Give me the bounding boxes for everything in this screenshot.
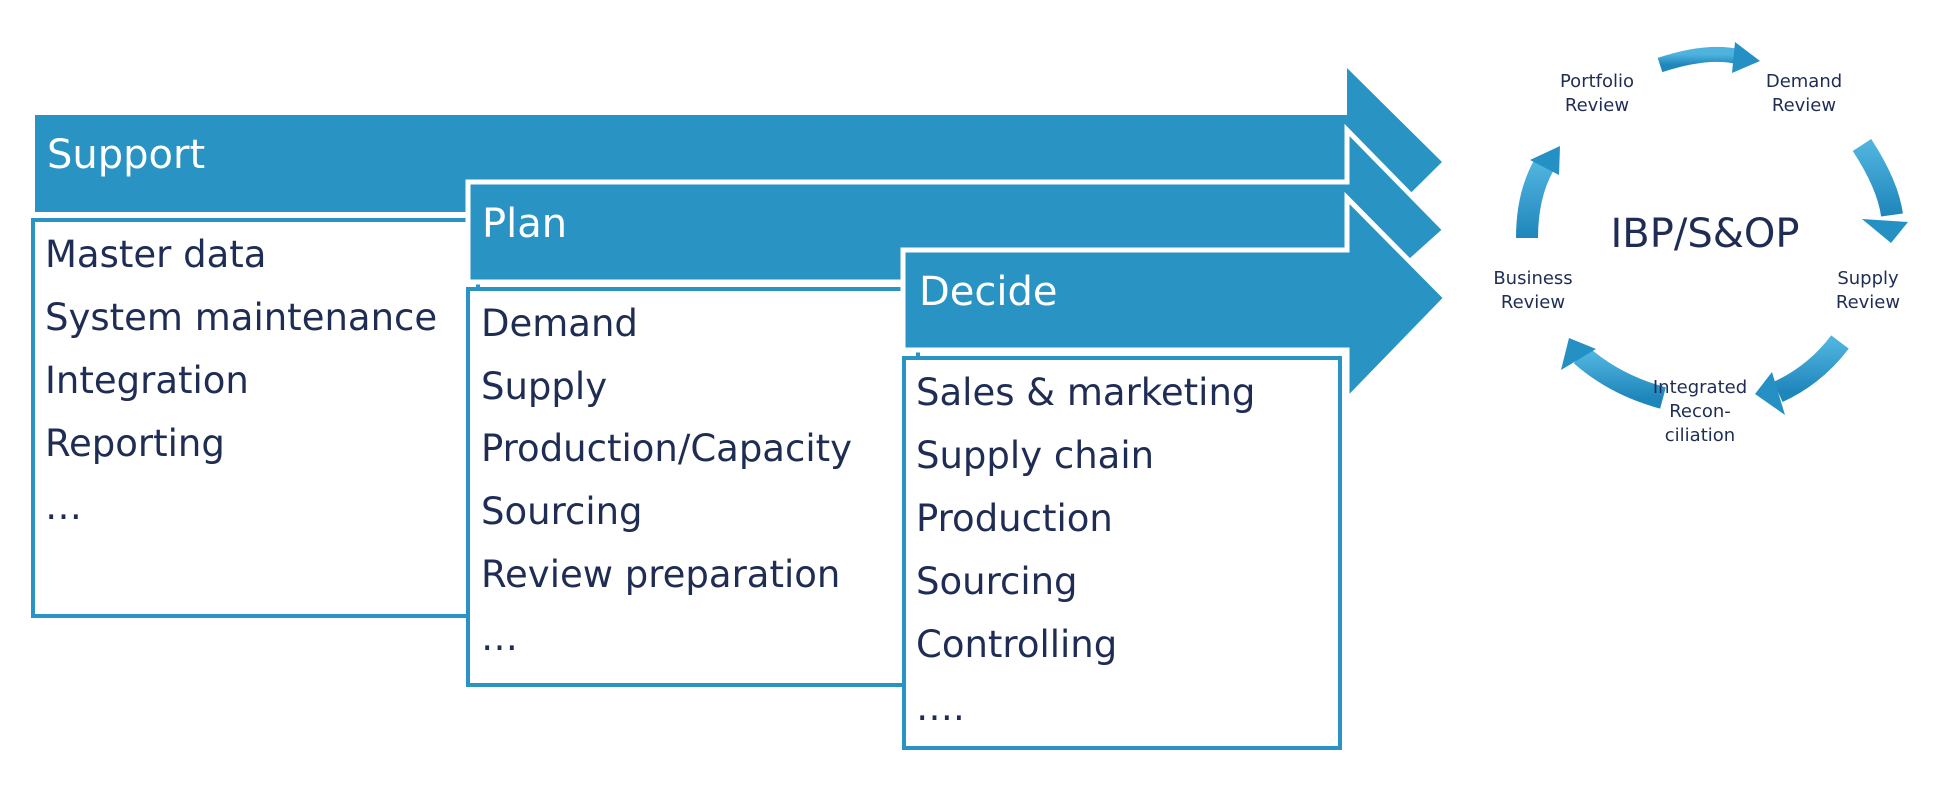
decide-item: ….	[916, 686, 965, 729]
cycle-step-business-review: Business Review	[1493, 268, 1572, 313]
decide-item: Supply chain	[916, 434, 1154, 477]
support-item: Reporting	[45, 422, 225, 465]
plan-item: Production/Capacity	[481, 427, 852, 470]
cycle-step-label: Review	[1565, 95, 1629, 116]
decide-title: Decide	[919, 269, 1058, 315]
support-item: System maintenance	[45, 296, 437, 339]
plan-title: Plan	[482, 201, 567, 247]
cycle-step-supply-review: Supply Review	[1836, 268, 1900, 313]
cycle-arrow-supply-to-integrated	[1755, 335, 1849, 415]
cycle-step-label: Review	[1836, 292, 1900, 313]
decide-lane: Decide Sales & marketing Supply chain Pr…	[900, 191, 1450, 750]
support-item: Integration	[45, 359, 249, 402]
support-items-box	[31, 218, 480, 618]
plan-item: …	[481, 616, 518, 659]
support-lane: Support Master data System maintenance I…	[31, 68, 1442, 618]
cycle-step-label: Demand	[1766, 71, 1842, 92]
decide-arrow	[900, 191, 1450, 407]
decide-items-box	[902, 356, 1342, 750]
decide-item: Sourcing	[916, 560, 1078, 603]
cycle-step-demand-review: Demand Review	[1766, 71, 1842, 116]
cycle-step-label: Review	[1772, 95, 1836, 116]
plan-item: Supply	[481, 365, 607, 408]
cycle-arrow-business-to-portfolio	[1516, 146, 1560, 239]
plan-item: Review preparation	[481, 553, 840, 596]
cycle-step-label: Review	[1501, 292, 1565, 313]
cycle-step-label: Business	[1493, 268, 1572, 289]
plan-items-box	[466, 287, 920, 687]
support-title: Support	[47, 132, 205, 178]
cycle-center-label: IBP/S&OP	[1610, 211, 1799, 257]
decide-item: Sales & marketing	[916, 371, 1255, 414]
plan-item: Demand	[481, 302, 638, 345]
plan-item: Sourcing	[481, 490, 643, 533]
cycle-step-label: ciliation	[1665, 425, 1735, 446]
cycle-arrow-integrated-to-business	[1561, 338, 1666, 409]
support-item: …	[45, 485, 82, 528]
cycle-step-label: Recon-	[1669, 401, 1731, 422]
cycle-step-label: Integrated	[1653, 377, 1747, 398]
decide-item: Production	[916, 497, 1113, 540]
cycle-step-label: Supply	[1837, 268, 1899, 289]
cycle-arrow-demand-to-supply	[1852, 139, 1908, 243]
ibp-cycle: IBP/S&OP Portfolio Review Demand Review …	[1493, 42, 1908, 446]
cycle-arrow-portfolio-to-demand	[1657, 42, 1760, 73]
cycle-step-portfolio-review: Portfolio Review	[1560, 71, 1634, 116]
cycle-step-label: Portfolio	[1560, 71, 1634, 92]
cycle-step-integrated-reconciliation: Integrated Recon- ciliation	[1653, 377, 1747, 446]
support-item: Master data	[45, 233, 266, 276]
decide-item: Controlling	[916, 623, 1117, 666]
